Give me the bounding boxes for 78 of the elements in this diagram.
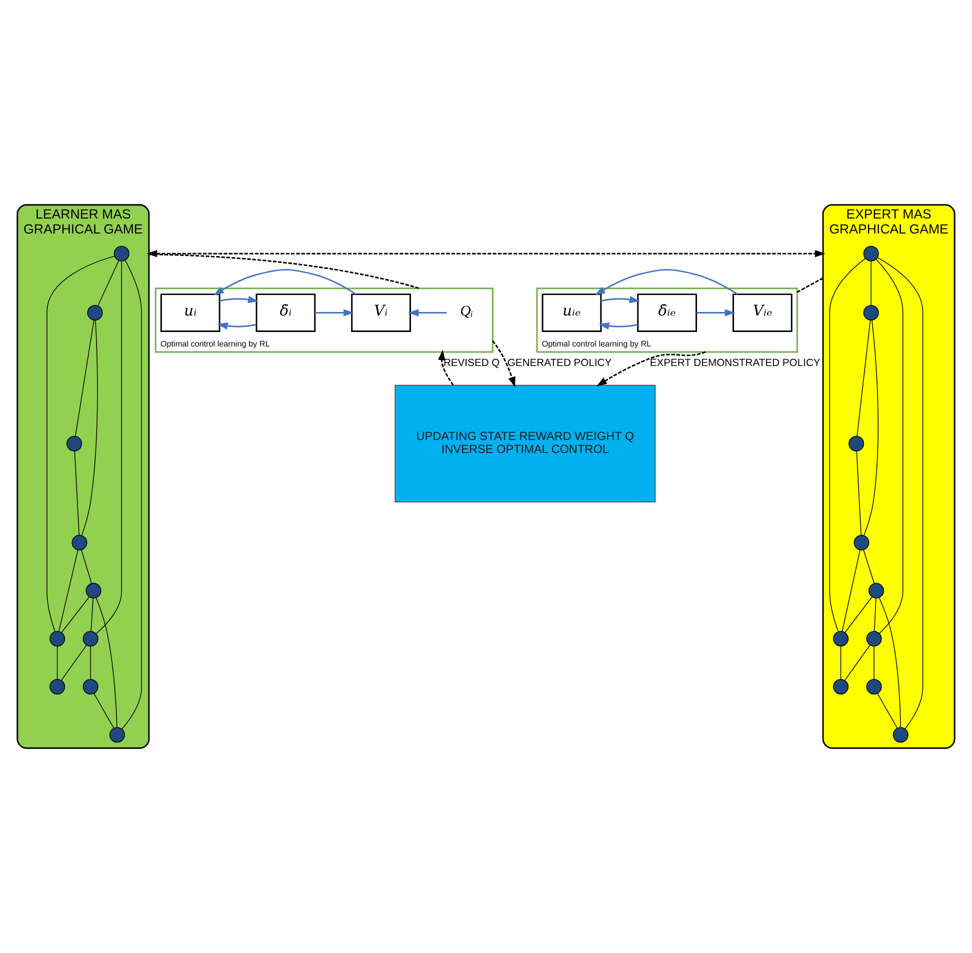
arrow	[213, 268, 356, 296]
node-circle	[109, 727, 125, 743]
node-box: UPDATING STATE REWARD WEIGHT Q INVERSE OPTIMAL CONTROL	[394, 384, 656, 502]
connector	[94, 693, 114, 728]
cluster: LEARNER MAS GRAPHICAL GAME	[16, 204, 150, 749]
connector	[877, 693, 898, 728]
connector	[96, 597, 118, 728]
edge-label: GENERATED POLICY	[507, 358, 612, 370]
arrow	[219, 296, 258, 304]
connector	[61, 596, 90, 633]
node-box: uᵢ	[160, 294, 220, 332]
node-circle	[87, 305, 103, 321]
connector	[61, 644, 87, 681]
arrow	[696, 309, 736, 316]
node-circle	[863, 305, 879, 321]
connector	[75, 320, 94, 436]
edge-label: EXPERT DEMONSTRATED POLICY	[650, 358, 820, 370]
connector	[90, 598, 94, 632]
connector	[840, 646, 842, 680]
node-circle	[50, 679, 66, 695]
connector	[844, 644, 870, 681]
connector	[122, 260, 142, 730]
connector	[863, 550, 875, 584]
connector	[796, 277, 824, 293]
connector	[81, 320, 98, 536]
arrow	[408, 309, 447, 316]
node-circle	[833, 679, 849, 695]
arrow	[596, 351, 706, 386]
connector	[856, 450, 862, 536]
connector	[842, 550, 860, 632]
connector	[870, 260, 872, 306]
edge-label: REVISED Q	[443, 358, 500, 370]
cluster: EXPERT MAS GRAPHICAL GAME	[822, 204, 956, 749]
connector	[58, 550, 78, 632]
connector	[878, 597, 901, 728]
arrow	[594, 268, 738, 296]
connector	[844, 596, 872, 633]
connector	[46, 256, 115, 632]
node-circle	[863, 246, 879, 262]
node-circle	[82, 630, 98, 646]
node-circle	[833, 630, 849, 646]
node-circle	[82, 679, 98, 695]
node-text: Qᵢ	[460, 304, 474, 320]
node-box: Vᵢ	[351, 294, 411, 332]
node-box: δ̇ᵢ	[256, 294, 316, 332]
node-circle	[114, 246, 130, 262]
node-circle	[868, 582, 884, 598]
connector	[856, 320, 871, 437]
arrow	[314, 309, 354, 316]
arrow	[600, 296, 640, 304]
connector	[864, 320, 878, 536]
connector	[81, 550, 92, 584]
node-box: δ̇ᵢₑ	[637, 294, 698, 332]
arrow	[438, 350, 454, 386]
connector	[56, 646, 58, 680]
node-box: uᵢₑ	[542, 294, 602, 332]
connector	[829, 258, 866, 632]
connector	[876, 258, 904, 634]
connector	[877, 257, 924, 730]
node-circle	[866, 630, 882, 646]
arrow	[217, 322, 256, 330]
connector	[98, 260, 120, 306]
arrow	[598, 322, 638, 330]
connector	[96, 260, 122, 634]
node-circle	[892, 727, 908, 743]
node-circle	[86, 582, 102, 598]
node-circle	[66, 436, 82, 452]
node-box: Vᵢₑ	[732, 294, 792, 332]
connector	[874, 598, 876, 632]
connector	[148, 254, 420, 290]
node-circle	[50, 630, 66, 646]
connector	[74, 450, 80, 536]
connector	[90, 646, 91, 680]
node-circle	[72, 534, 88, 550]
arrow	[492, 340, 516, 388]
node-circle	[854, 534, 870, 550]
node-circle	[866, 679, 882, 695]
node-circle	[848, 436, 864, 452]
